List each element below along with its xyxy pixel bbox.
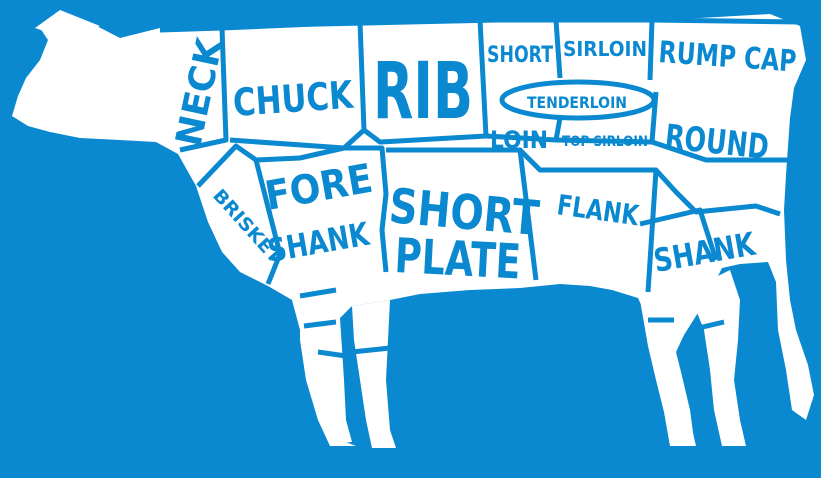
label-top-sirloin: TOP SIRLOIN — [562, 134, 648, 150]
label-rib: RIB — [373, 47, 473, 137]
label-short-loin-bottom: LOIN — [490, 126, 548, 154]
label-sirloin: SIRLOIN — [563, 37, 647, 61]
label-short-plate-bottom: PLATE — [393, 228, 522, 291]
label-short-loin-top: SHORT — [487, 43, 553, 68]
label-chuck: CHUCK — [232, 73, 356, 125]
label-tenderloin: TENDERLOIN — [527, 93, 627, 112]
